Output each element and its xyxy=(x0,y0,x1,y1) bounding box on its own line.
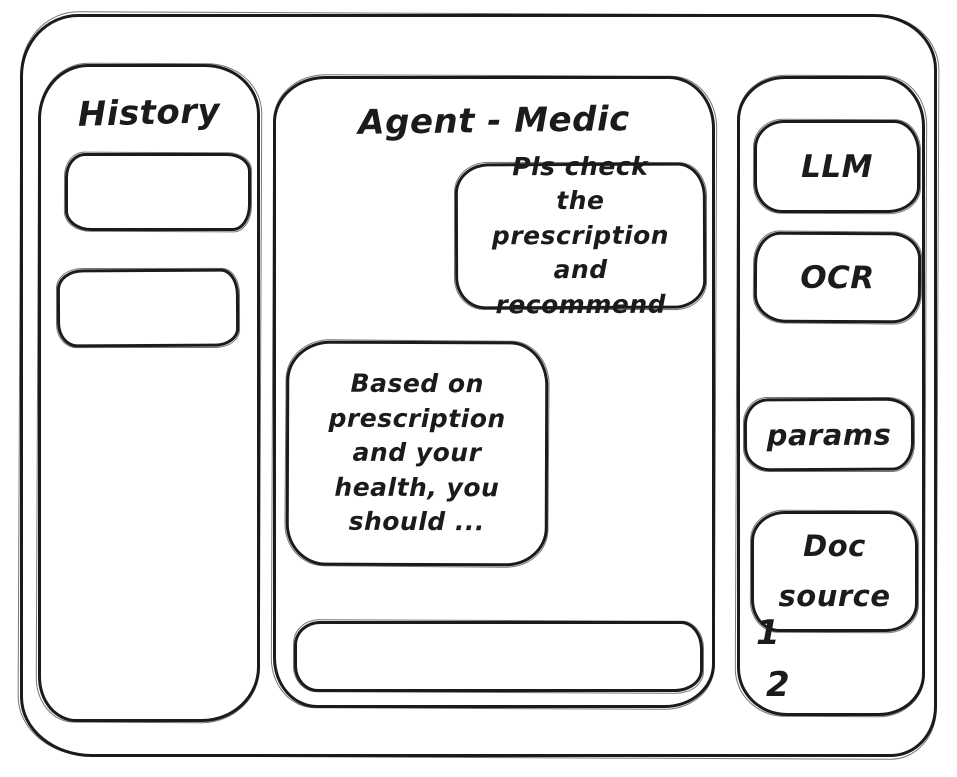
history-panel: History xyxy=(38,64,260,722)
user-message-bubble: Pls check the prescription and recommend xyxy=(454,152,707,319)
chat-input-box xyxy=(294,621,703,692)
agent-message-bubble: Based on prescription and your health, y… xyxy=(285,340,549,567)
params-button[interactable]: params xyxy=(743,397,915,472)
tools-panel: LLM OCR params Doc source 1 2 xyxy=(737,76,925,716)
doc-source-item-2[interactable]: 2 xyxy=(766,665,790,705)
history-panel-title: History xyxy=(77,91,221,135)
history-list-item[interactable] xyxy=(65,153,251,231)
llm-button[interactable]: LLM xyxy=(754,120,920,213)
history-list-item[interactable] xyxy=(56,268,240,348)
chat-input[interactable] xyxy=(297,624,700,689)
ocr-button[interactable]: OCR xyxy=(753,231,922,324)
chat-panel-title: Agent - Medic xyxy=(357,99,631,143)
chat-panel: Agent - Medic Pls check the prescription… xyxy=(273,76,715,708)
doc-source-button[interactable]: Doc source xyxy=(751,511,918,632)
doc-source-item-1[interactable]: 1 xyxy=(756,613,780,653)
